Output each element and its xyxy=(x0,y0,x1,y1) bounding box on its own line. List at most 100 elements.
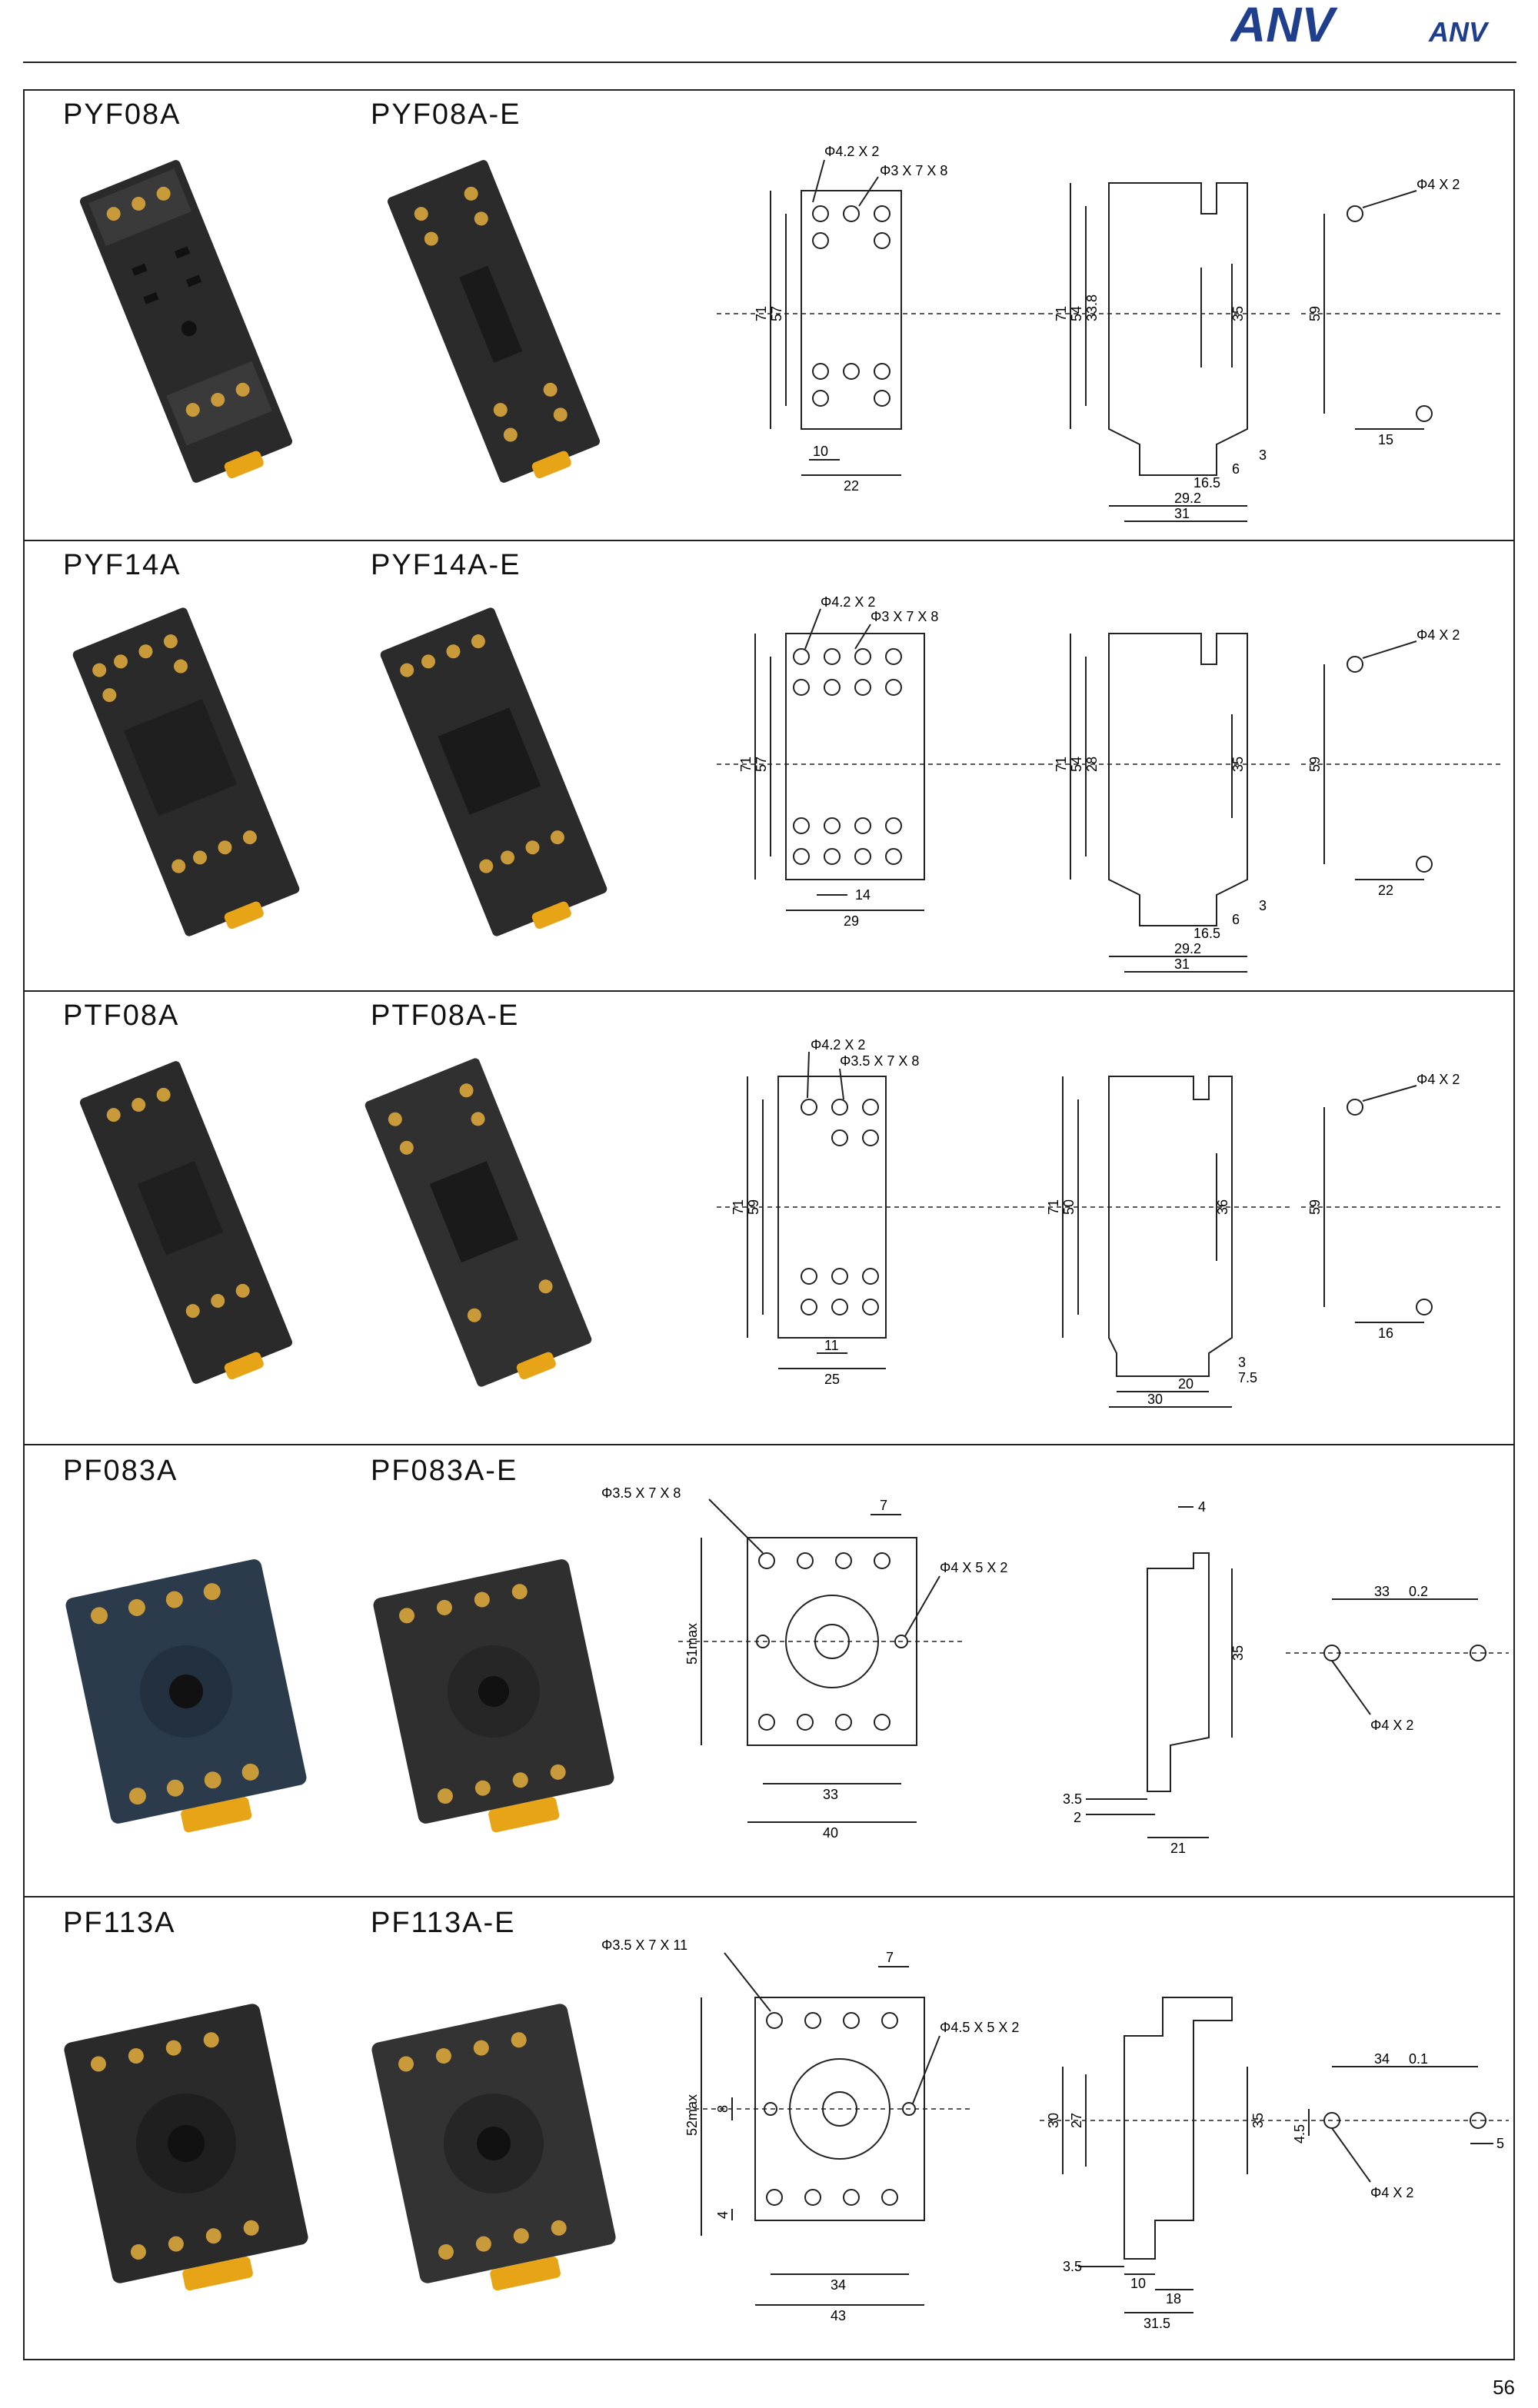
product-row-ptf08a: PTF08A PTF08A-E xyxy=(25,992,1513,1445)
dim-side-7: 7.5 xyxy=(1238,1370,1257,1385)
socket-photo-e xyxy=(371,2004,616,2291)
socket-photo-e xyxy=(380,607,608,936)
mount-dim-height: 59 xyxy=(1307,757,1323,772)
dim-side-10: 10 xyxy=(1130,2276,1146,2291)
socket-photo xyxy=(79,160,293,483)
side-view-drawing: 30 27 35 3.5 10 18 31.5 xyxy=(1040,1997,1286,2331)
mount-dim-5: 5 xyxy=(1496,2136,1504,2151)
dim-side-31: 31.5 xyxy=(1144,2316,1170,2331)
model-label: PYF08A xyxy=(63,98,181,131)
dim-height: 71 xyxy=(738,757,754,772)
dim-side-inner: 54 xyxy=(1069,306,1084,321)
model-label-e: PTF08A-E xyxy=(371,999,520,1032)
screw-spec: Φ3.5 X 7 X 8 xyxy=(840,1053,919,1069)
dim-pitch: 7 xyxy=(886,1950,894,1965)
dim-side-16: 16.5 xyxy=(1193,475,1220,491)
socket-photo xyxy=(64,2004,308,2291)
mount-dim-width: 22 xyxy=(1378,883,1393,898)
mount-hole-spec: Φ4 X 2 xyxy=(1416,1072,1460,1087)
dim-inner-height: 57 xyxy=(754,757,769,772)
mount-drawing: Φ4 X 2 59 16 xyxy=(1301,1072,1501,1341)
dim-side-3: 3 xyxy=(1238,1355,1246,1370)
front-view-drawing: Φ3.5 X 7 X 8 Φ4 X 5 X 2 7 51max 33 40 xyxy=(601,1485,1007,1841)
front-view-drawing: Φ4.2 X 2 Φ3.5 X 7 X 8 71 59 11 25 xyxy=(717,1037,1040,1387)
dim-side-height: 71 xyxy=(1054,306,1069,321)
dim-pitch: 14 xyxy=(855,887,871,903)
dim-side-3: 3.5 xyxy=(1063,2259,1082,2274)
dim-side-3: 3 xyxy=(1259,898,1267,913)
dim-width: 40 xyxy=(823,1825,838,1841)
dim-side-rail: 35 xyxy=(1230,1645,1246,1661)
dim-side-20: 20 xyxy=(1178,1376,1193,1392)
front-view-drawing: Φ4.2 X 2 Φ3 X 7 X 8 71 57 10 22 xyxy=(717,144,1040,494)
model-label-e: PF083A-E xyxy=(371,1455,518,1487)
dim-height: 71 xyxy=(731,1199,746,1215)
mount-dim-tolerance: 0.1 xyxy=(1409,2051,1428,2067)
side-view-drawing: 71 54 33.8 35 3 6 16.5 29.2 31 xyxy=(1040,182,1293,522)
mount-drawing: Φ4 X 2 59 15 xyxy=(1301,177,1501,447)
mount-hole-spec: Φ4 X 2 xyxy=(1416,177,1460,192)
dim-pitch: 11 xyxy=(824,1338,839,1353)
dim-side-30: 30 xyxy=(1147,1392,1163,1407)
socket-photo xyxy=(72,607,300,936)
header-rule xyxy=(23,62,1516,63)
mount-dim-width: 16 xyxy=(1378,1325,1393,1341)
dim-side-29: 29.2 xyxy=(1174,941,1201,956)
anv-logo: ANV ANV xyxy=(1230,0,1490,48)
dim-side-rail: 35 xyxy=(1230,306,1246,321)
model-label-e: PYF08A-E xyxy=(371,98,521,131)
dim-hole-spacing: 33 xyxy=(823,1787,838,1802)
front-view-drawing: Φ4.2 X 2 Φ3 X 7 X 8 71 57 14 29 xyxy=(717,594,1040,929)
mount-drawing: 34 0.1 4.5 5 Φ4 X 2 xyxy=(1286,2051,1509,2200)
logo-subtext: ANV xyxy=(1428,16,1490,48)
dim-side-29: 29.2 xyxy=(1174,491,1201,506)
hole-spec: Φ4.2 X 2 xyxy=(811,1037,865,1053)
hole-spec: Φ4.2 X 2 xyxy=(821,594,875,610)
dim-height: 51max xyxy=(684,1623,700,1665)
model-label: PF113A xyxy=(63,1907,176,1939)
dim-side-30: 30 xyxy=(1046,2113,1061,2128)
screw-spec: Φ3.5 X 7 X 8 xyxy=(601,1485,681,1501)
side-view-drawing: 4 35 3.5 2 21 xyxy=(1063,1499,1246,1856)
dim-side-rail: 36 xyxy=(1215,1199,1230,1215)
product-row-pf083a: PF083A PF083A-E xyxy=(25,1445,1513,1897)
model-label: PYF14A xyxy=(63,549,181,581)
mount-dim-offset: 4.5 xyxy=(1292,2124,1307,2144)
socket-photo-e xyxy=(373,1559,614,1833)
dim-pitch: 7 xyxy=(880,1498,887,1513)
side-view-drawing: 71 54 28 35 3 6 16.5 29.2 31 xyxy=(1040,633,1293,973)
dim-inner-height: 57 xyxy=(769,306,784,321)
socket-photo-e xyxy=(365,1058,592,1387)
mount-dim-height: 59 xyxy=(1307,1199,1323,1215)
dim-side-27: 27 xyxy=(1069,2113,1084,2128)
dim-side-rail: 35 xyxy=(1230,757,1246,772)
hole-spec: Φ4.2 X 2 xyxy=(824,144,879,159)
model-label-e: PF113A-E xyxy=(371,1907,516,1939)
page-number: 56 xyxy=(1493,2376,1515,2399)
mount-dim-tolerance: 0.2 xyxy=(1409,1584,1428,1599)
product-row-pf113a: PF113A PF113A-E xyxy=(25,1897,1513,2359)
model-label-e: PYF14A-E xyxy=(371,549,521,581)
mount-drawing: 33 0.2 Φ4 X 2 xyxy=(1286,1584,1509,1733)
mount-dim-width: 15 xyxy=(1378,432,1393,447)
dim-width: 22 xyxy=(844,478,859,494)
hole-spec: Φ4.5 X 5 X 2 xyxy=(940,2020,1019,2035)
screw-spec: Φ3 X 7 X 8 xyxy=(880,163,947,178)
dim-side-4: 4 xyxy=(1198,1499,1206,1515)
socket-photo xyxy=(79,1061,293,1384)
dim-side-3: 3.5 xyxy=(1063,1791,1082,1807)
dim-side-3: 3 xyxy=(1259,447,1267,463)
mount-dim-height: 59 xyxy=(1307,306,1323,321)
dim-side-rail: 35 xyxy=(1250,2113,1266,2128)
dim-side-31: 31 xyxy=(1174,506,1190,521)
screw-spec: Φ3 X 7 X 8 xyxy=(871,609,938,624)
dim-side-21: 21 xyxy=(1170,1841,1186,1856)
dim-width: 43 xyxy=(831,2308,846,2323)
mount-dim-width: 34 xyxy=(1374,2051,1390,2067)
product-row-pyf08a: PYF08A PYF08A-E xyxy=(25,91,1513,541)
dim-8: 8 xyxy=(715,2105,731,2113)
mount-hole-spec: Φ4 X 2 xyxy=(1416,627,1460,643)
dim-side-height: 71 xyxy=(1054,757,1069,772)
dim-side-mid: 28 xyxy=(1084,757,1100,772)
screw-spec: Φ3.5 X 7 X 11 xyxy=(601,1937,687,1953)
